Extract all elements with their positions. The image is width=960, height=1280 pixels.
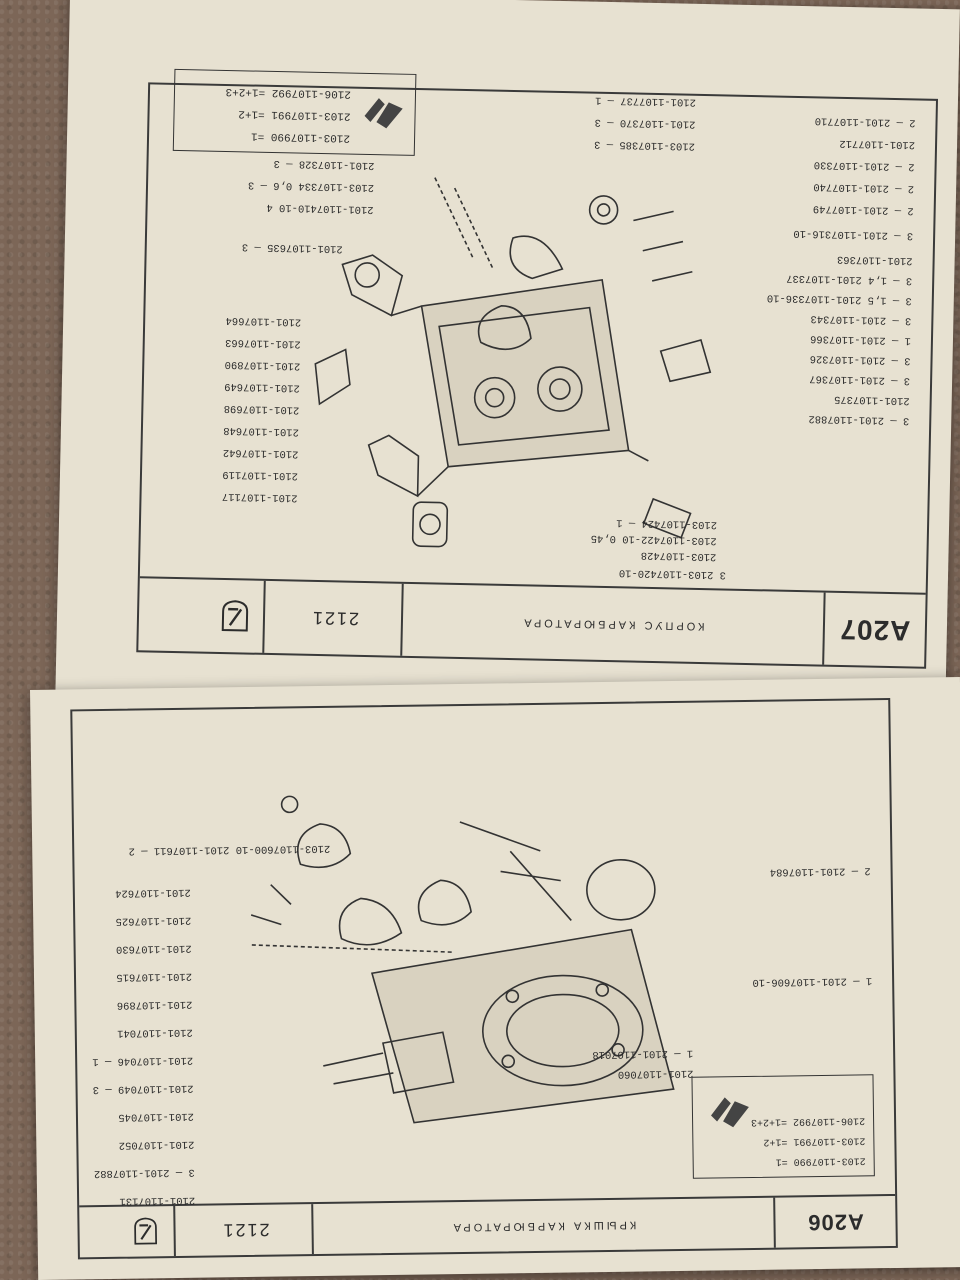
part-label: 2101-1107615	[116, 969, 193, 983]
page-code: A207	[839, 613, 911, 647]
lada-logo-icon	[204, 580, 265, 653]
part-label: 2 — 2101-1107710	[814, 114, 916, 129]
part-label: 2101-1107648	[223, 423, 300, 438]
part-label: 2101-1107041	[117, 1025, 193, 1039]
part-label: 2101-1107664	[225, 314, 302, 328]
page-a206-header: A206 КРЫШКА КАРБЮРАТОРА 2121	[79, 1193, 896, 1258]
legend-row: 2106-1107992 =1+2+3	[750, 1114, 866, 1127]
page-a206-frame: A206 КРЫШКА КАРБЮРАТОРА 2121	[70, 697, 898, 1260]
legend-row: 2103-1107991 =1+2	[763, 1134, 866, 1147]
part-label: 3 — 2101-1107882	[808, 412, 910, 427]
part-label: 2101-1107642	[222, 445, 299, 460]
model-number: 2121	[173, 1204, 316, 1257]
part-label: 3 — 1,5 2101-1107336-10	[766, 291, 912, 307]
legend-row: 2103-1107990 =1	[250, 129, 351, 144]
part-label: 2101-1107131	[119, 1193, 196, 1207]
catalog-page-a206: A206 КРЫШКА КАРБЮРАТОРА 2121	[30, 677, 960, 1280]
bracket-main-label: 3 2103-1107420-10	[618, 566, 727, 581]
part-label: 2101-1107630	[115, 941, 192, 955]
part-label: 1 — 2101-1107606-10	[752, 974, 873, 988]
part-label: 2 — 2101-1107684	[769, 864, 871, 878]
page-a207-frame: A207 КОРПУС КАРБЮРАТОРА 2121	[136, 68, 939, 669]
part-label: 2101-1107363	[836, 252, 913, 267]
part-label: 2101-1107649	[224, 379, 300, 394]
part-label: 3 — 1,4 2101-1107337	[786, 271, 913, 287]
part-label: 2101-1107712	[839, 136, 916, 151]
part-label: 2101-1107896	[116, 997, 193, 1011]
part-label: 2101-1107117	[221, 489, 298, 504]
part-label: 2 — 2101-1107749	[812, 202, 914, 217]
page-title: КОРПУС КАРБЮРАТОРА	[400, 583, 826, 665]
part-label: 2101-1107737 — 1	[594, 93, 697, 108]
gasket-kit-icon	[711, 1097, 749, 1128]
legend-row: 2103-1107990 =1	[775, 1154, 866, 1167]
part-label: 2101-1107410-10 4	[266, 200, 374, 216]
part-label: 2101-1107635 — 3	[241, 240, 343, 255]
part-label: 3 — 2101-1107326	[809, 352, 911, 367]
legend-row: 2103-1107991 =1+2	[238, 107, 351, 122]
part-label: 3 — 2101-1107343	[810, 312, 912, 327]
part-label: 2101-1107045	[118, 1109, 195, 1123]
part-label: 2101-1107060	[617, 1066, 694, 1080]
carburetor-body-diagram	[314, 176, 712, 548]
page-a206-sheet: A206 КРЫШКА КАРБЮРАТОРА 2121	[30, 677, 960, 1280]
part-label: 2101-1107119	[222, 467, 299, 482]
part-label: 2101-1107052	[118, 1137, 195, 1151]
part-label: 3 — 2101-1107316-10	[793, 226, 914, 242]
part-label: 2103-1107334 0,6 — 3	[247, 178, 375, 194]
part-label: 2 — 2101-1107330	[813, 158, 915, 173]
part-label: 2 — 2101-1107740	[813, 180, 915, 195]
lada-logo-icon	[115, 1206, 176, 1257]
part-label: 2101-1107698	[223, 401, 300, 416]
page-code: A206	[807, 1209, 864, 1236]
part-label: 2101-1107049 — 3	[92, 1081, 194, 1096]
part-label: 2101-1107624	[115, 885, 191, 899]
part-label: 2103-1107385 — 3	[594, 137, 696, 152]
page-a207-header: A207 КОРПУС КАРБЮРАТОРА 2121	[138, 576, 926, 667]
catalog-page-a207: A207 КОРПУС КАРБЮРАТОРА 2121	[55, 0, 960, 710]
carburetor-cover-diagram	[250, 795, 675, 1124]
part-label: 2103-1107428	[640, 548, 717, 563]
part-label: 2101-1107890	[224, 358, 301, 372]
part-label: 2101-1107370 — 3	[594, 115, 696, 130]
part-label: 2101-1107046 — 1	[92, 1053, 194, 1068]
part-label: 2101-1107663	[225, 336, 301, 350]
kit-legend: 2103-1107990 =1 2103-1107991 =1+2 2106-1…	[691, 1074, 875, 1179]
part-label: 3 — 2101-1107367	[809, 372, 911, 387]
model-number: 2121	[262, 580, 406, 656]
part-label: 1 — 2101-1107366	[810, 332, 912, 347]
part-label: 1 — 2101-1107018	[592, 1046, 694, 1061]
page-title: КРЫШКА КАРБЮРАТОРА	[311, 1197, 776, 1255]
part-label: 3 — 2101-1107882	[93, 1165, 195, 1180]
page-a207-sheet: A207 КОРПУС КАРБЮРАТОРА 2121	[55, 0, 959, 709]
part-label: 2101-1107375	[833, 392, 910, 407]
part-label: 2103-1107424 — 1	[616, 516, 718, 531]
part-label: 2101-1107625	[115, 913, 192, 927]
kit-legend: 2103-1107990 =1 2103-1107991 =1+2 2106-1…	[172, 68, 417, 156]
legend-row: 2106-1107992 =1+2+3	[225, 84, 352, 100]
gasket-kit-icon	[364, 98, 403, 129]
part-label: 2101-1107328 — 3	[273, 156, 375, 172]
